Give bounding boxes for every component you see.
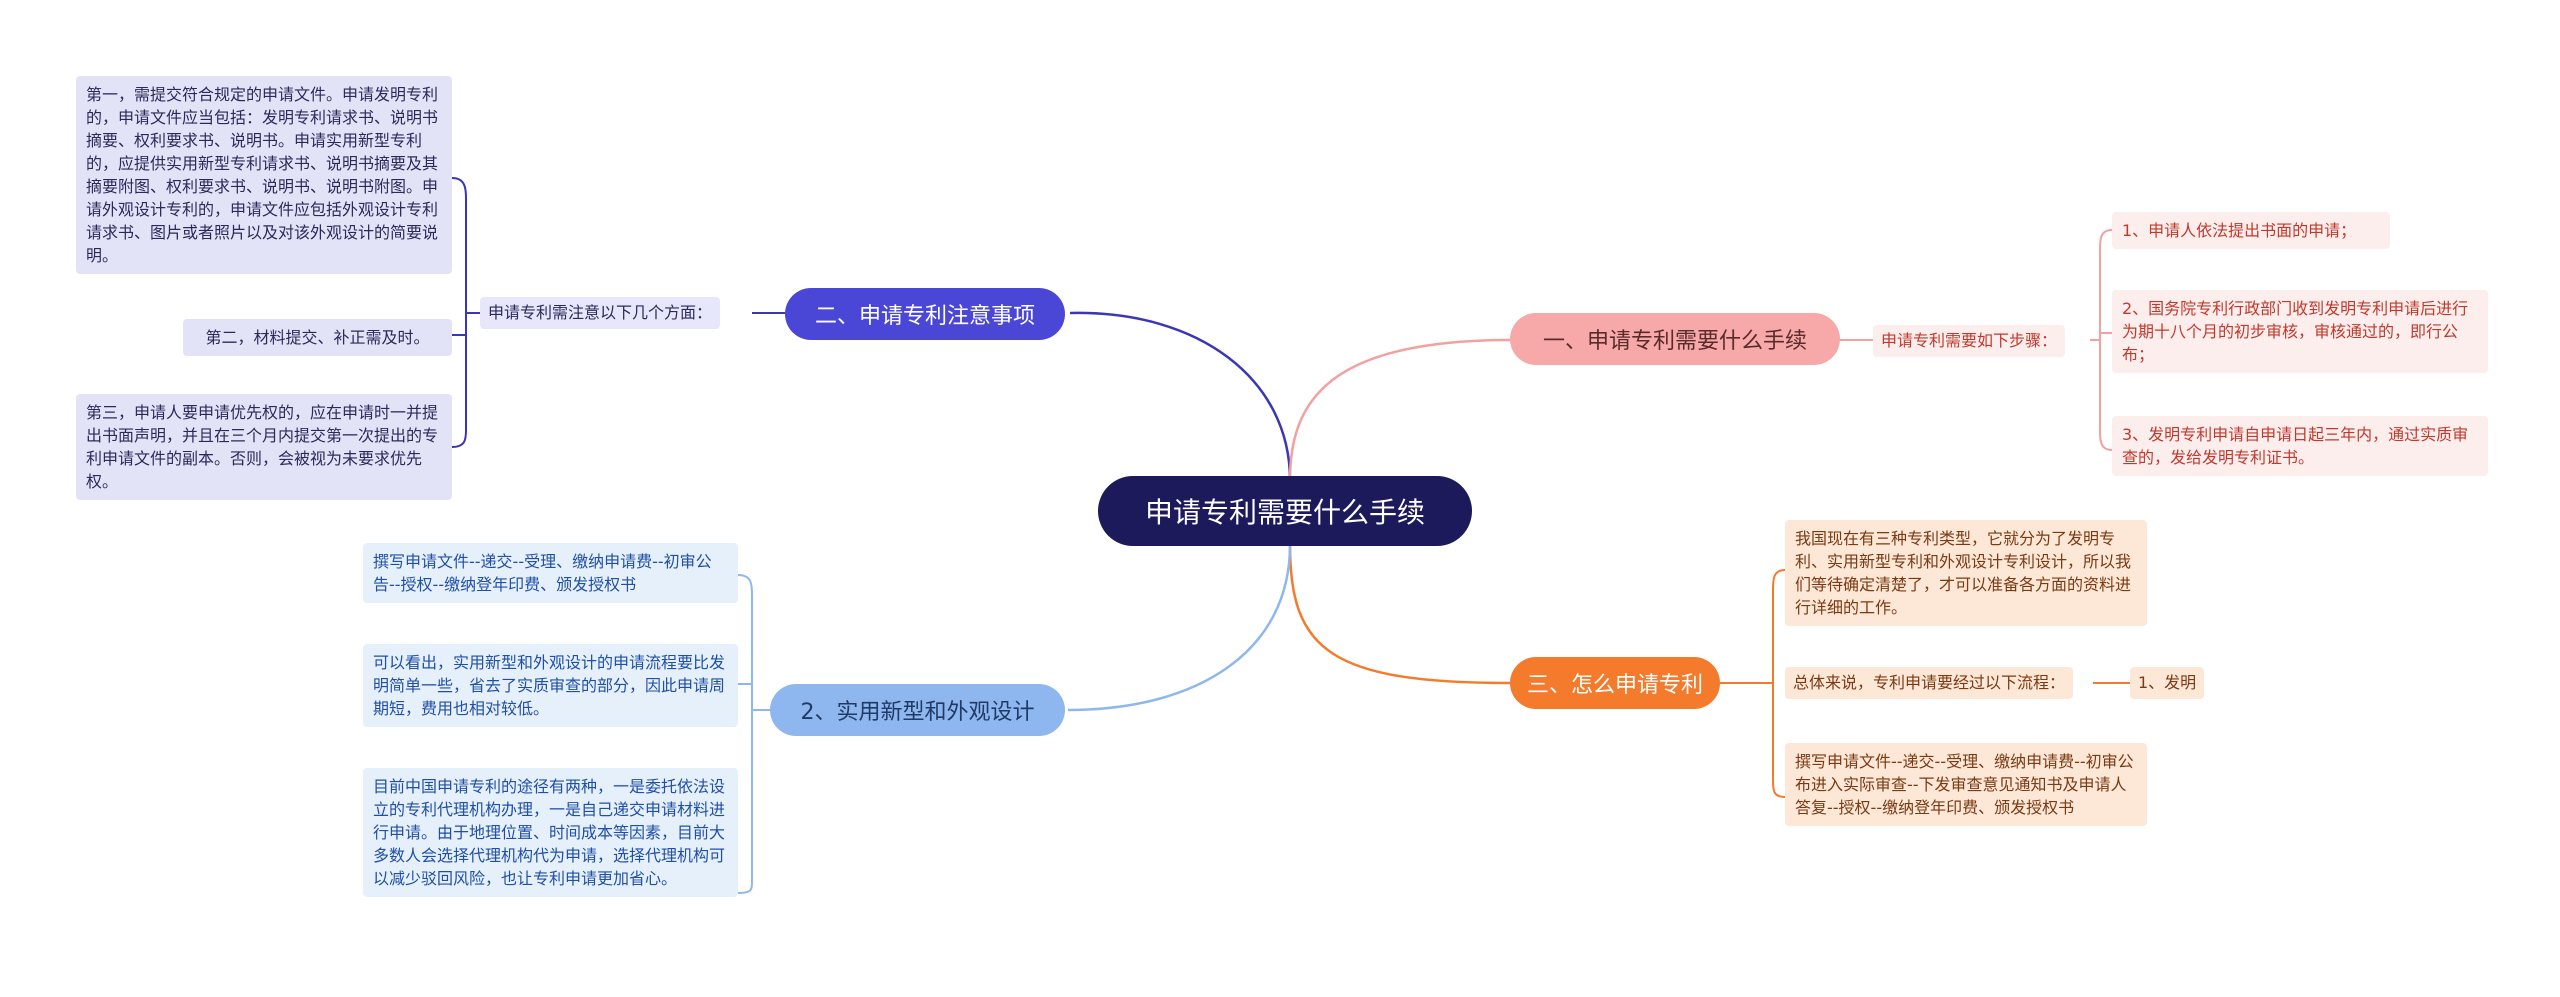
branch-2-topic[interactable]: 二、申请专利注意事项 [785, 288, 1065, 340]
branch-3-subleaf[interactable]: 1、发明 [2130, 667, 2205, 699]
central-topic[interactable]: 申请专利需要什么手续 [1098, 476, 1472, 546]
branch-4-leaf-1[interactable]: 撰写申请文件--递交--受理、缴纳申请费--初审公告--授权--缴纳登年印费、颁… [363, 543, 738, 603]
branch-3-leaf-1[interactable]: 我国现在有三种专利类型，它就分为了发明专利、实用新型专利和外观设计专利设计，所以… [1785, 520, 2147, 626]
branch-2-leaf-1[interactable]: 第一，需提交符合规定的申请文件。申请发明专利的，申请文件应当包括：发明专利请求书… [76, 76, 452, 274]
branch-2-leaf-3[interactable]: 第三，申请人要申请优先权的，应在申请时一并提出书面声明，并且在三个月内提交第一次… [76, 394, 452, 500]
branch-2-leaf-2[interactable]: 第二，材料提交、补正需及时。 [183, 319, 452, 356]
branch-1-topic[interactable]: 一、申请专利需要什么手续 [1510, 313, 1840, 365]
branch-4-topic[interactable]: 2、实用新型和外观设计 [770, 684, 1065, 736]
branch-3-leaf-3[interactable]: 撰写申请文件--递交--受理、缴纳申请费--初审公布进入实际审查--下发审查意见… [1785, 743, 2147, 826]
branch-4-leaf-2[interactable]: 可以看出，实用新型和外观设计的申请流程要比发明简单一些，省去了实质审查的部分，因… [363, 644, 738, 727]
branch-2-label[interactable]: 申请专利需注意以下几个方面： [480, 297, 721, 329]
branch-1-leaf-1[interactable]: 1、申请人依法提出书面的申请； [2112, 212, 2390, 249]
branch-1-leaf-2[interactable]: 2、国务院专利行政部门收到发明专利申请后进行为期十八个月的初步审核，审核通过的，… [2112, 290, 2488, 373]
branch-1-label[interactable]: 申请专利需要如下步骤： [1873, 325, 2066, 357]
branch-3-topic[interactable]: 三、怎么申请专利 [1510, 657, 1720, 709]
branch-4-leaf-3[interactable]: 目前中国申请专利的途径有两种，一是委托依法设立的专利代理机构办理，一是自己递交申… [363, 768, 738, 897]
branch-3-leaf-2[interactable]: 总体来说，专利申请要经过以下流程： [1785, 667, 2074, 699]
branch-1-leaf-3[interactable]: 3、发明专利申请自申请日起三年内，通过实质审查的，发给发明专利证书。 [2112, 416, 2488, 476]
